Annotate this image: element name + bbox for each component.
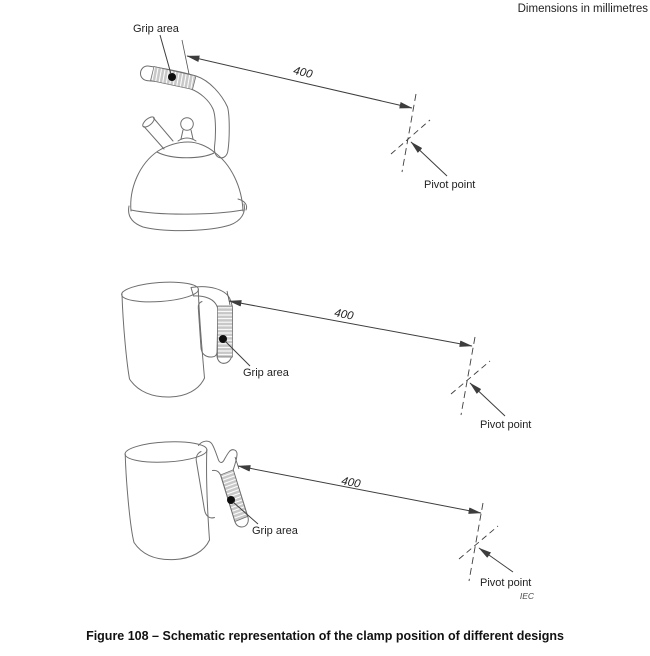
mug-vertical-grip-area-hatch xyxy=(217,305,233,358)
mug-vertical-handle-plate xyxy=(197,301,218,358)
mug-vertical-pivot-axis-line xyxy=(460,336,476,416)
kettle-dimension-value: 400 xyxy=(292,65,314,81)
mug-angled-pivot-label: Pivot point xyxy=(480,577,531,589)
kettle-drawing xyxy=(128,65,248,232)
kettle-grip-center-dot xyxy=(168,73,176,81)
mug-vertical-drawing xyxy=(121,281,233,398)
mug-angled-figure: Grip area 400 Pivot point xyxy=(124,440,531,589)
mug-vertical-dimension-line xyxy=(228,300,473,347)
kettle-body xyxy=(130,141,244,212)
mug-vertical-pivot-cross-line xyxy=(450,360,491,395)
mug-vertical-rim xyxy=(121,281,199,303)
mug-vertical-pivot-label: Pivot point xyxy=(480,419,531,431)
mug-vertical-dimension-value: 400 xyxy=(333,307,355,322)
mug-angled-pivot-marker: Pivot point xyxy=(458,502,531,589)
mug-angled-pivot-axis-line xyxy=(468,502,484,582)
kettle-extension-line xyxy=(181,39,190,75)
kettle-pivot-cross-line xyxy=(390,119,431,155)
kettle-grip-leader-line xyxy=(159,34,172,75)
mug-vertical-grip-area-label: Grip area xyxy=(243,367,290,379)
mug-vertical-pivot-marker: Pivot point xyxy=(450,336,531,431)
kettle-spout-opening xyxy=(142,116,155,128)
mug-vertical-figure: Grip area 400 Pivot point xyxy=(121,281,531,431)
mug-angled-drawing xyxy=(124,440,249,561)
iec-source-tag: IEC xyxy=(520,591,535,601)
kettle-base xyxy=(128,203,245,232)
kettle-lid-seam xyxy=(156,151,215,159)
mug-angled-pivot-cross-line xyxy=(458,525,499,560)
units-note: Dimensions in millimetres xyxy=(518,3,649,15)
kettle-grip-area-label: Grip area xyxy=(133,23,180,35)
kettle-lid-knob xyxy=(180,117,194,131)
kettle-figure: Grip area 400 Pivot point xyxy=(128,23,475,232)
mug-vertical-handle xyxy=(190,286,233,364)
mug-angled-rim xyxy=(124,441,208,463)
mug-vertical-body xyxy=(121,289,205,398)
figure-caption: Figure 108 – Schematic representation of… xyxy=(86,629,564,643)
mug-angled-handle-plate xyxy=(195,451,215,519)
mug-angled-grip-area-label: Grip area xyxy=(252,525,299,537)
kettle-pivot-label: Pivot point xyxy=(424,179,475,191)
mug-angled-dimension-value: 400 xyxy=(340,475,362,491)
kettle-knob-stem xyxy=(177,129,197,142)
mug-angled-grip-area-hatch xyxy=(220,469,248,522)
kettle-pivot-marker: Pivot point xyxy=(390,93,475,191)
kettle-base-lip xyxy=(237,198,248,211)
mug-vertical-pivot-pointer-arrow xyxy=(469,382,506,417)
kettle-base-seam xyxy=(130,209,244,215)
mug-angled-handle xyxy=(198,440,249,528)
kettle-pivot-axis-line xyxy=(401,93,417,173)
mug-angled-pivot-pointer-arrow xyxy=(478,547,514,573)
kettle-dimension-line xyxy=(186,55,413,109)
kettle-pivot-pointer-arrow xyxy=(410,141,448,177)
mug-angled-body xyxy=(124,449,210,561)
mug-angled-dimension-line xyxy=(237,465,482,514)
kettle-spout xyxy=(143,117,174,150)
